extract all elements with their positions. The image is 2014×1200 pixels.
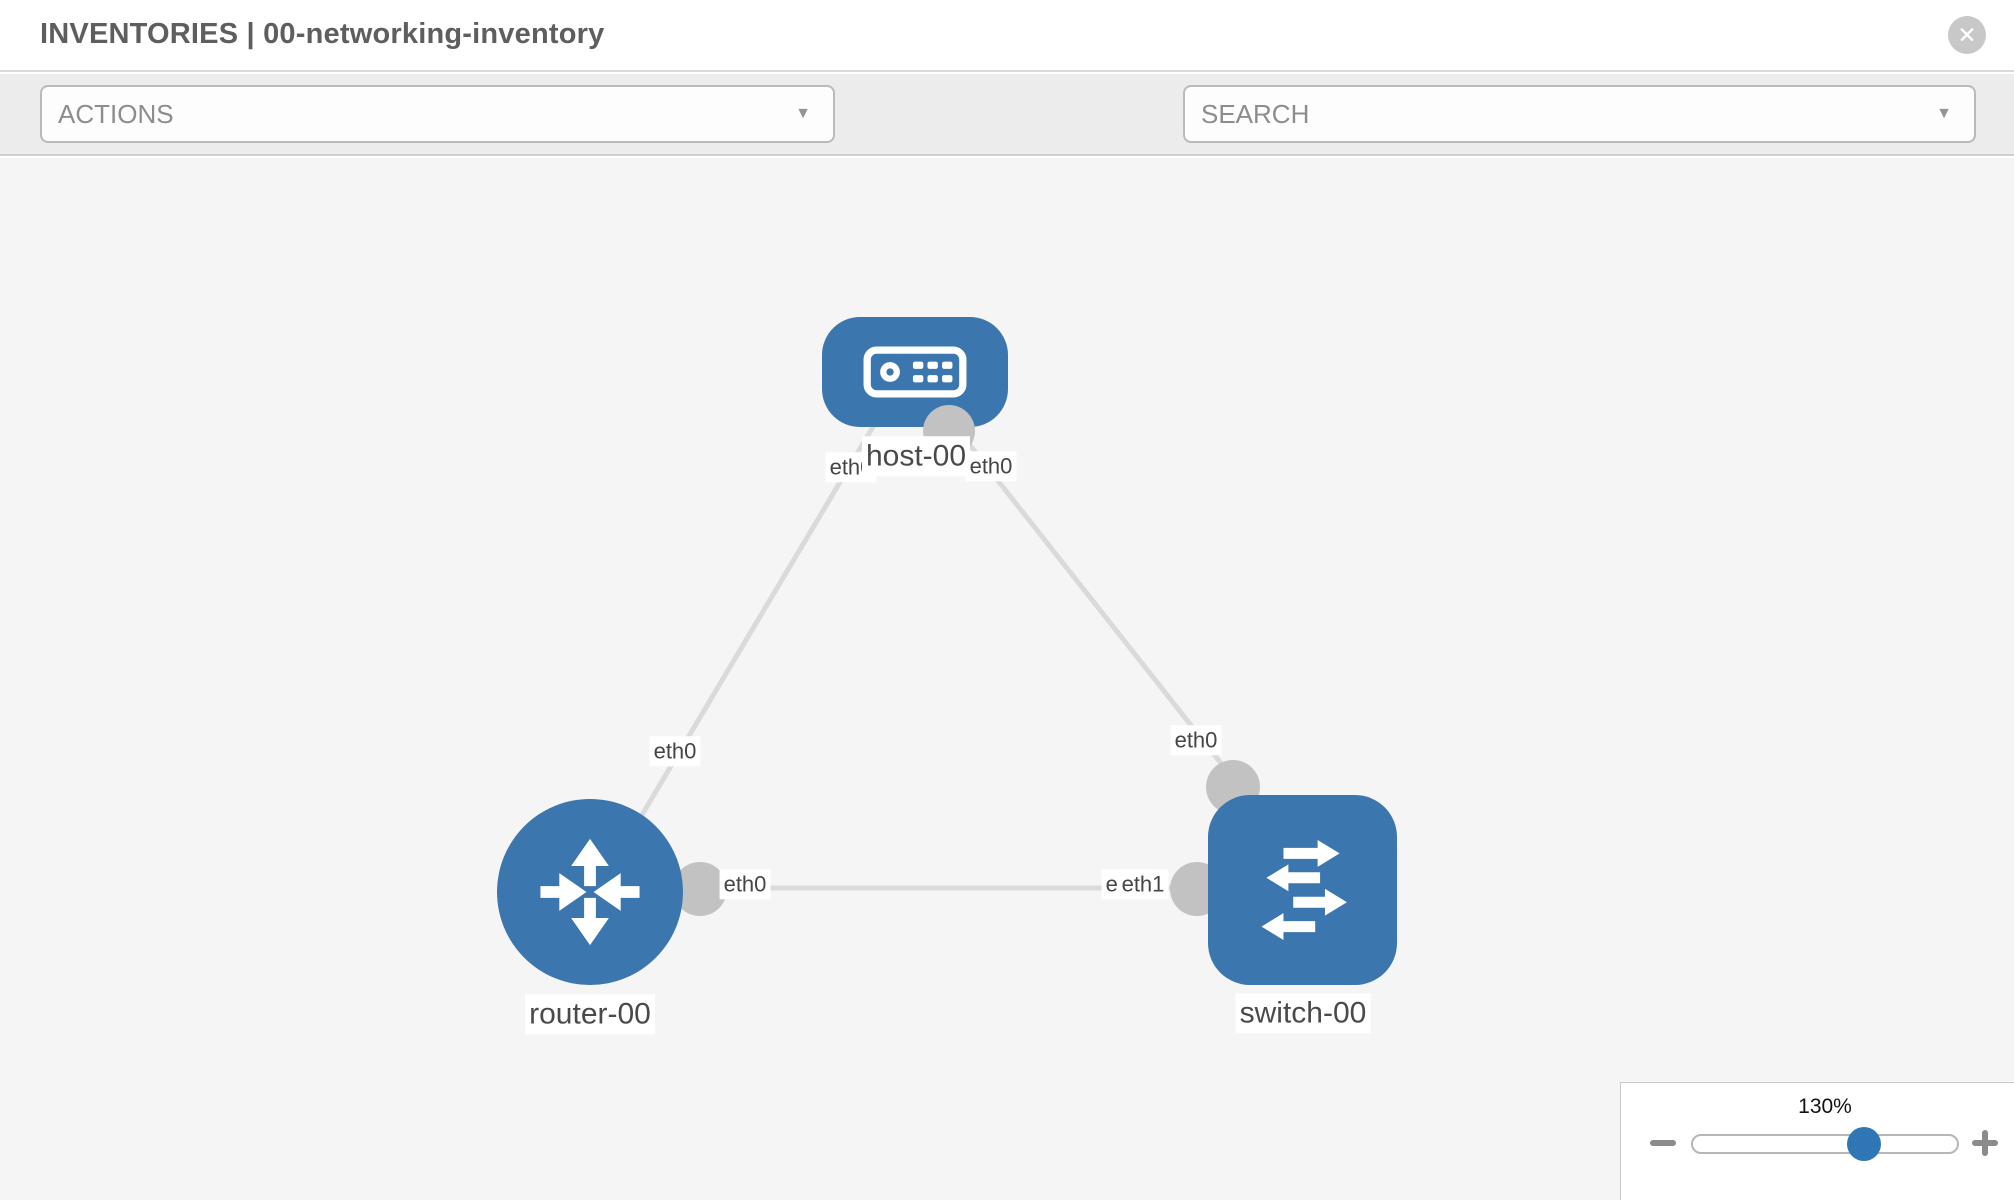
plus-icon[interactable] bbox=[1971, 1129, 1999, 1157]
actions-dropdown[interactable]: ACTIONS ▼ bbox=[40, 85, 835, 143]
zoom-slider-track[interactable] bbox=[1691, 1134, 1959, 1154]
page-title: INVENTORIES | 00-networking-inventory bbox=[40, 18, 605, 50]
node-router-00[interactable] bbox=[497, 799, 683, 985]
interface-label: eth0 bbox=[965, 451, 1017, 481]
close-glyph: ✕ bbox=[1957, 21, 1977, 48]
zoom-slider-thumb[interactable] bbox=[1847, 1127, 1881, 1161]
node-host-00[interactable] bbox=[822, 317, 1008, 427]
toolbar: ACTIONS ▼ SEARCH ▼ bbox=[0, 74, 2014, 204]
chevron-down-icon: ▼ bbox=[795, 105, 811, 122]
interface-label: eth0 bbox=[1170, 725, 1222, 755]
node-switch-00[interactable] bbox=[1208, 795, 1397, 985]
interface-label: eth1 bbox=[1117, 869, 1169, 899]
router-icon bbox=[540, 838, 640, 946]
interface-label: eth0 bbox=[719, 869, 771, 899]
topology-canvas[interactable] bbox=[0, 158, 2014, 1200]
switch-icon bbox=[1261, 839, 1347, 941]
node-label-switch: switch-00 bbox=[1235, 993, 1371, 1033]
close-icon[interactable]: ✕ bbox=[1948, 16, 1986, 54]
interface-label: eth0 bbox=[649, 736, 701, 766]
zoom-panel: 130% bbox=[1620, 1082, 2014, 1200]
chevron-down-icon: ▼ bbox=[1936, 105, 1952, 122]
search-dropdown[interactable]: SEARCH ▼ bbox=[1183, 85, 1976, 143]
breadcrumb-header: INVENTORIES | 00-networking-inventory ✕ bbox=[0, 0, 2014, 72]
minus-icon[interactable] bbox=[1649, 1129, 1677, 1157]
node-label-host: host-00 bbox=[861, 436, 971, 476]
node-label-router: router-00 bbox=[525, 994, 655, 1034]
host-icon bbox=[863, 346, 967, 398]
actions-dropdown-label: ACTIONS bbox=[58, 98, 174, 129]
search-dropdown-label: SEARCH bbox=[1201, 98, 1310, 129]
zoom-level-value: 130% bbox=[1798, 1095, 1852, 1118]
